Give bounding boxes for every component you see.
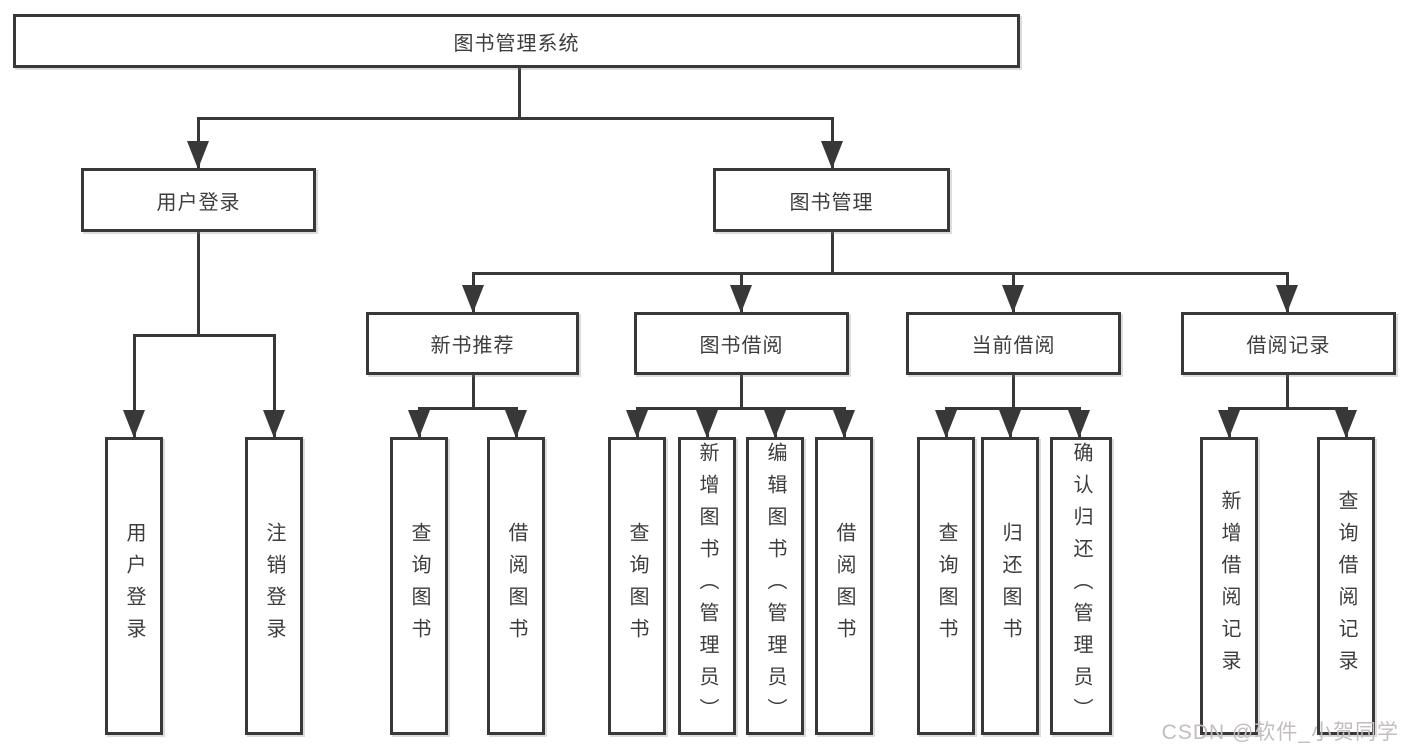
leaf-query-books-recommend-label: 查询图书 [408,522,430,650]
arrow-down-icon [462,285,484,313]
node-book-management: 图书管理 [713,168,950,232]
leaf-return-books: 归还图书 [981,437,1039,735]
leaf-query-borrow-record: 查询借阅记录 [1317,437,1375,735]
connector-book-borrow-split [636,407,846,410]
leaf-query-books-recommend: 查询图书 [390,437,448,735]
connector-borrow-records-split [1228,407,1348,410]
node-borrow-records: 借阅记录 [1181,312,1396,375]
leaf-borrow-books-recommend-label: 借阅图书 [505,522,527,650]
arrow-down-icon [187,141,209,169]
arrow-down-icon [821,141,843,169]
leaf-query-books-current: 查询图书 [917,437,975,735]
connector-book-borrow-stub [740,375,743,409]
arrow-down-icon [1276,285,1298,313]
leaf-query-books-current-label: 查询图书 [935,522,957,650]
node-root-label: 图书管理系统 [453,32,580,55]
leaf-user-login: 用户登录 [105,437,163,735]
arrow-down-icon [263,410,285,438]
csdn-watermark: CSDN @软件_小贺同学 [1161,721,1399,744]
node-user-login: 用户登录 [81,168,316,232]
arrow-down-icon [408,410,430,438]
leaf-confirm-return-admin: 确认归还（管理员） [1050,437,1112,735]
leaf-user-login-label: 用户登录 [123,522,145,650]
connector-root-stub [518,68,521,118]
leaf-add-book-admin: 新增图书（管理员） [678,437,736,735]
node-new-book-recommend-label: 新书推荐 [430,335,515,357]
connector-new-book-recommend-stub [472,375,475,409]
connector-current-borrow-split [945,407,1081,410]
arrow-down-icon [833,410,855,438]
connector-to-leaf-user-login [133,334,136,437]
connector-user-login-split [133,334,275,337]
arrow-down-icon [505,410,527,438]
node-book-management-label: 图书管理 [789,191,874,214]
leaf-query-borrow-record-label: 查询借阅记录 [1335,490,1357,682]
arrow-down-icon [626,410,648,438]
node-current-borrow-label: 当前借阅 [971,335,1056,357]
arrow-down-icon [1335,410,1357,438]
node-new-book-recommend: 新书推荐 [366,312,579,375]
leaf-borrow-books: 借阅图书 [815,437,873,735]
node-book-borrow-label: 图书借阅 [699,335,784,357]
leaf-confirm-return-admin-label: 确认归还（管理员） [1070,442,1092,730]
node-book-borrow: 图书借阅 [634,312,849,375]
node-root: 图书管理系统 [13,14,1020,68]
connector-borrow-records-stub [1286,375,1289,409]
connector-user-login-stub [197,232,200,336]
leaf-borrow-books-recommend: 借阅图书 [487,437,545,735]
arrow-down-icon [1068,410,1090,438]
leaf-query-books-borrow: 查询图书 [608,437,666,735]
connector-level3-split [472,272,1289,275]
arrow-down-icon [730,285,752,313]
leaf-edit-book-admin-label: 编辑图书（管理员） [764,442,786,730]
leaf-edit-book-admin: 编辑图书（管理员） [746,437,804,735]
arrow-down-icon [1002,285,1024,313]
arrow-down-icon [123,410,145,438]
leaf-return-books-label: 归还图书 [999,522,1021,650]
leaf-add-borrow-record-label: 新增借阅记录 [1218,490,1240,682]
connector-new-book-recommend-split [418,407,518,410]
leaf-query-books-borrow-label: 查询图书 [626,522,648,650]
connector-to-leaf-logout [273,334,276,437]
connector-current-borrow-stub [1012,375,1015,409]
arrow-down-icon [764,410,786,438]
node-user-login-label: 用户登录 [156,191,241,214]
node-current-borrow: 当前借阅 [906,312,1121,375]
leaf-borrow-books-label: 借阅图书 [833,522,855,650]
node-borrow-records-label: 借阅记录 [1246,335,1331,357]
leaf-add-borrow-record: 新增借阅记录 [1200,437,1258,735]
connector-level2-split [197,117,833,120]
arrow-down-icon [999,410,1021,438]
arrow-down-icon [935,410,957,438]
leaf-add-book-admin-label: 新增图书（管理员） [696,442,718,730]
arrow-down-icon [1218,410,1240,438]
leaf-logout-label: 注销登录 [263,522,285,650]
leaf-logout: 注销登录 [245,437,303,735]
connector-book-management-stub [831,232,834,274]
arrow-down-icon [696,410,718,438]
